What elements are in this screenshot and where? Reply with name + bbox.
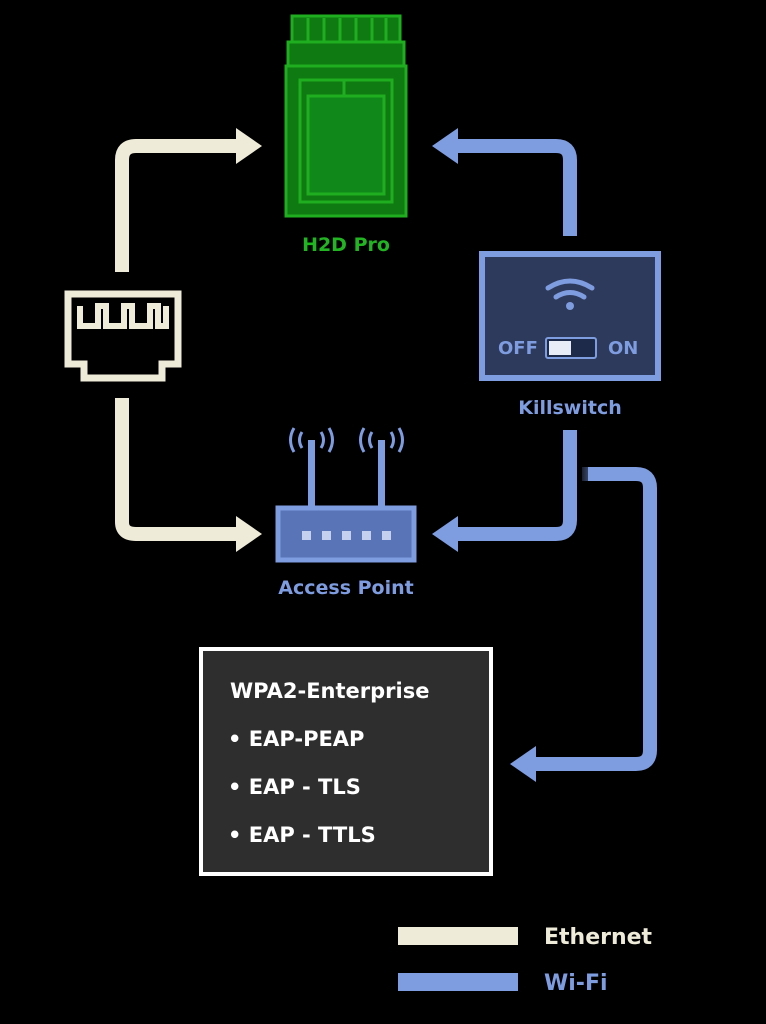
- legend-wifi-swatch: [398, 973, 518, 991]
- access-point-label: Access Point: [278, 577, 413, 599]
- router-icon: [275, 427, 417, 563]
- killswitch-on-label: ON: [608, 338, 638, 359]
- legend: Ethernet Wi-Fi: [398, 925, 653, 996]
- ethernet-link-to-access-point: [115, 398, 262, 552]
- auth-method-item: • EAP-PEAP: [228, 727, 364, 751]
- auth-method-item: • EAP - TLS: [228, 775, 361, 799]
- ethernet-port-icon: [64, 290, 182, 382]
- ethernet-link-to-printer: [115, 128, 262, 272]
- auth-box: [199, 647, 493, 876]
- wifi-link-to-auth-box: [510, 467, 657, 782]
- legend-ethernet-swatch: [398, 927, 518, 945]
- auth-box-title: WPA2-Enterprise: [230, 679, 429, 703]
- legend-ethernet-label: Ethernet: [544, 925, 653, 950]
- wifi-icon: [545, 278, 595, 310]
- killswitch-off-label: OFF: [498, 338, 538, 359]
- legend-wifi-label: Wi-Fi: [544, 971, 608, 996]
- auth-method-item: • EAP - TTLS: [228, 823, 376, 847]
- printer-label: H2D Pro: [302, 234, 390, 256]
- printer-module-icon: [284, 14, 408, 218]
- toggle-switch[interactable]: [545, 337, 597, 359]
- killswitch-label: Killswitch: [518, 397, 622, 419]
- killswitch-box: [479, 251, 661, 381]
- wifi-link-killswitch-to-printer: [432, 128, 577, 236]
- wifi-link-killswitch-to-access-point: [432, 430, 577, 552]
